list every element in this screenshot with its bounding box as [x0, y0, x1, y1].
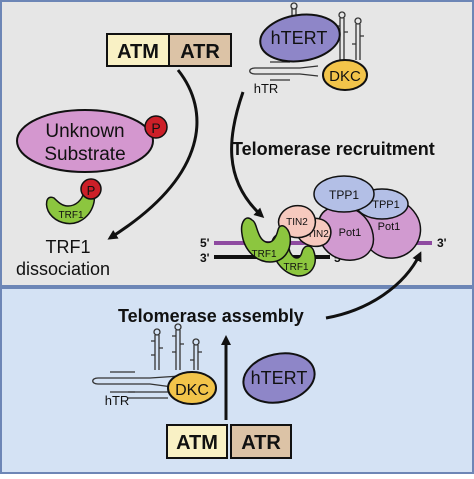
- tin2-b-label: TIN2: [307, 229, 329, 240]
- arrow-telomerase-to-telomere: [230, 91, 265, 219]
- bottom-atm-box: [166, 424, 228, 459]
- top-htert-subunit: [259, 13, 341, 63]
- bottom-telomerase-parts: DKC hTR hTERT: [92, 323, 316, 408]
- top-kinase-boxes: ATM ATR: [106, 33, 232, 67]
- top-dkc-label: DKC: [329, 68, 361, 85]
- bottom-htert-subunit: [242, 352, 316, 404]
- bottom-dkc-label: DKC: [175, 382, 209, 399]
- strand-bottom-3-label: 3': [200, 251, 210, 265]
- tpp1-a-shape: [313, 175, 375, 213]
- substrate-label-line1: Unknown: [45, 121, 124, 142]
- top-atm-box: [106, 33, 170, 67]
- substrate-ellipse: [16, 109, 154, 173]
- unknown-substrate: Unknown Substrate P: [16, 109, 168, 173]
- bottom-atr-box: [230, 424, 292, 459]
- top-atm-label: ATM: [117, 41, 159, 63]
- trf1-caption-line1: TRF1: [46, 237, 91, 257]
- trf1-a-shape: [240, 217, 292, 263]
- bottom-atr-label: ATR: [241, 432, 281, 454]
- assembly-label: Telomerase assembly: [118, 306, 304, 326]
- arrow-assembly-to-telomere: [325, 251, 422, 320]
- bottom-htert-label: hTERT: [251, 368, 308, 388]
- telomere-complex: 5' 3' 3' 5' Pot1 TPP1 Pot1 TPP1 TIN2 TIN…: [200, 175, 447, 277]
- strand-top-3-label: 3': [437, 236, 447, 250]
- substrate-phospho-circle: [144, 115, 168, 139]
- top-htert-label: hTERT: [271, 28, 328, 48]
- top-telomerase-complex: hTERT DKC hTR: [249, 2, 368, 96]
- trf1-b-label: TRF1: [284, 262, 309, 273]
- bottom-atm-label: ATM: [176, 432, 218, 454]
- substrate-label-line2: Substrate: [44, 144, 125, 165]
- strand-top-5-label: 5': [200, 236, 210, 250]
- trf1-phospho-label: P: [87, 183, 96, 198]
- trf1-phospho-circle: [80, 178, 102, 200]
- pot1-a-label: Pot1: [339, 227, 362, 239]
- tpp1-b-label: TPP1: [372, 199, 400, 211]
- top-atr-label: ATR: [180, 41, 220, 63]
- tpp1-a-label: TPP1: [329, 188, 359, 202]
- top-dkc-subunit: [322, 59, 368, 91]
- recruitment-label: Telomerase recruitment: [232, 139, 435, 159]
- bottom-kinase-boxes: ATM ATR: [166, 424, 292, 459]
- trf1-free-label: TRF1: [59, 210, 84, 221]
- top-htr-label: hTR: [254, 81, 279, 96]
- trf1-a-label: TRF1: [252, 249, 277, 260]
- trf1-caption-line2: dissociation: [16, 259, 110, 279]
- arrow-atr-to-trf1: [107, 69, 199, 240]
- substrate-phospho-label: P: [151, 120, 160, 136]
- bottom-dkc-subunit: [167, 371, 217, 405]
- tin2-a-label: TIN2: [286, 217, 308, 228]
- top-atr-box: [168, 33, 232, 67]
- bottom-htr-label: hTR: [105, 393, 130, 408]
- pot1-b-label: Pot1: [378, 221, 401, 233]
- trf1-free: TRF1 P: [45, 178, 102, 225]
